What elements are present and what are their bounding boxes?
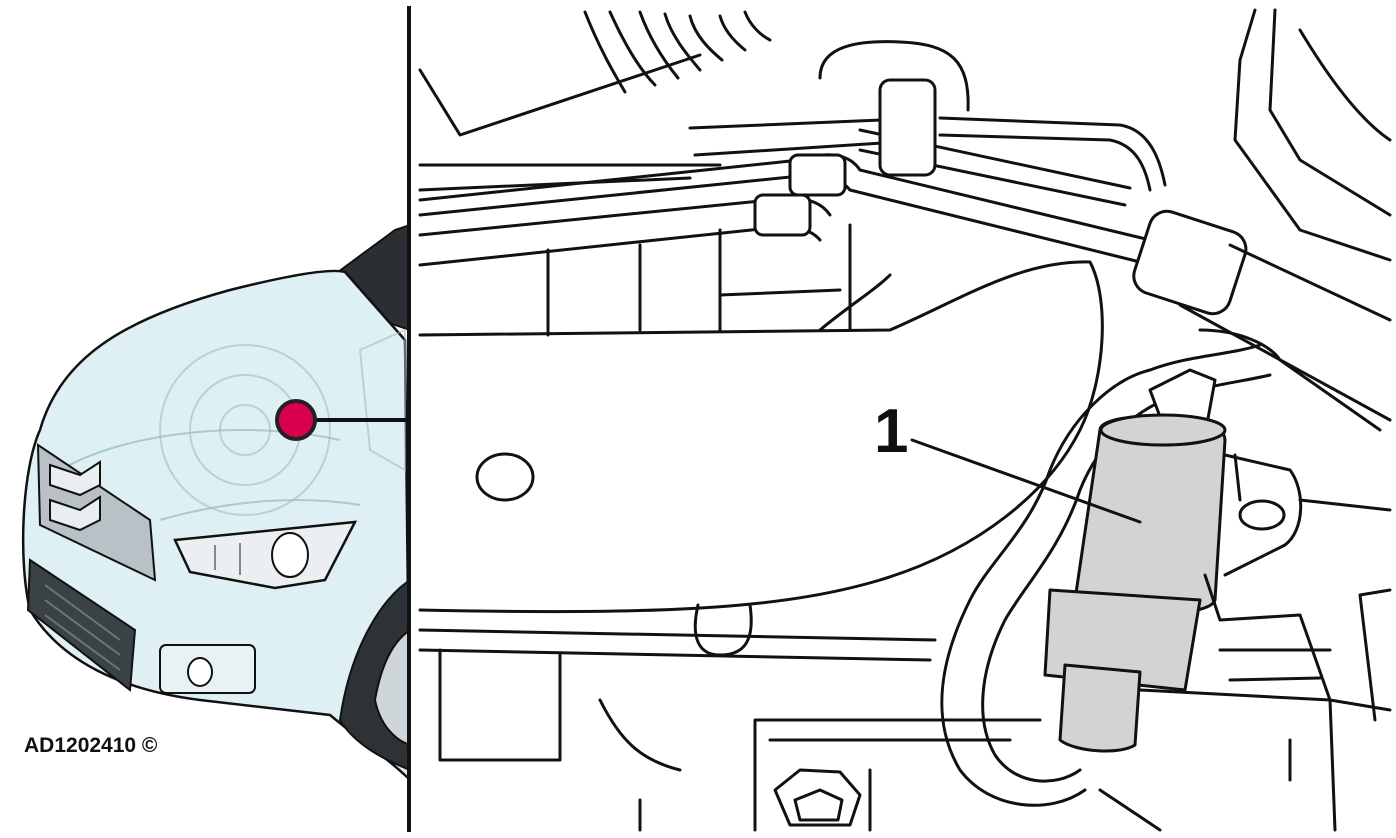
bolt-head xyxy=(773,768,862,827)
connector-right xyxy=(1132,209,1248,316)
housing xyxy=(418,260,1104,614)
bracket-hole xyxy=(475,452,535,502)
pump-base xyxy=(1043,588,1202,692)
car-inset xyxy=(21,224,407,779)
spring-part xyxy=(583,10,772,94)
front-wheel xyxy=(338,580,407,770)
pump-component xyxy=(1043,368,1227,753)
chevron-logo xyxy=(49,460,101,532)
pipe-clamp xyxy=(878,78,937,177)
callout-label-1: 1 xyxy=(874,397,908,466)
headlight xyxy=(173,520,358,590)
figure-reference-code: AD1202410 © xyxy=(24,734,158,757)
pump-connector xyxy=(1058,663,1142,753)
detail-view xyxy=(418,8,1392,832)
locator-dot xyxy=(275,399,317,441)
callout-leader-1 xyxy=(910,438,1142,524)
